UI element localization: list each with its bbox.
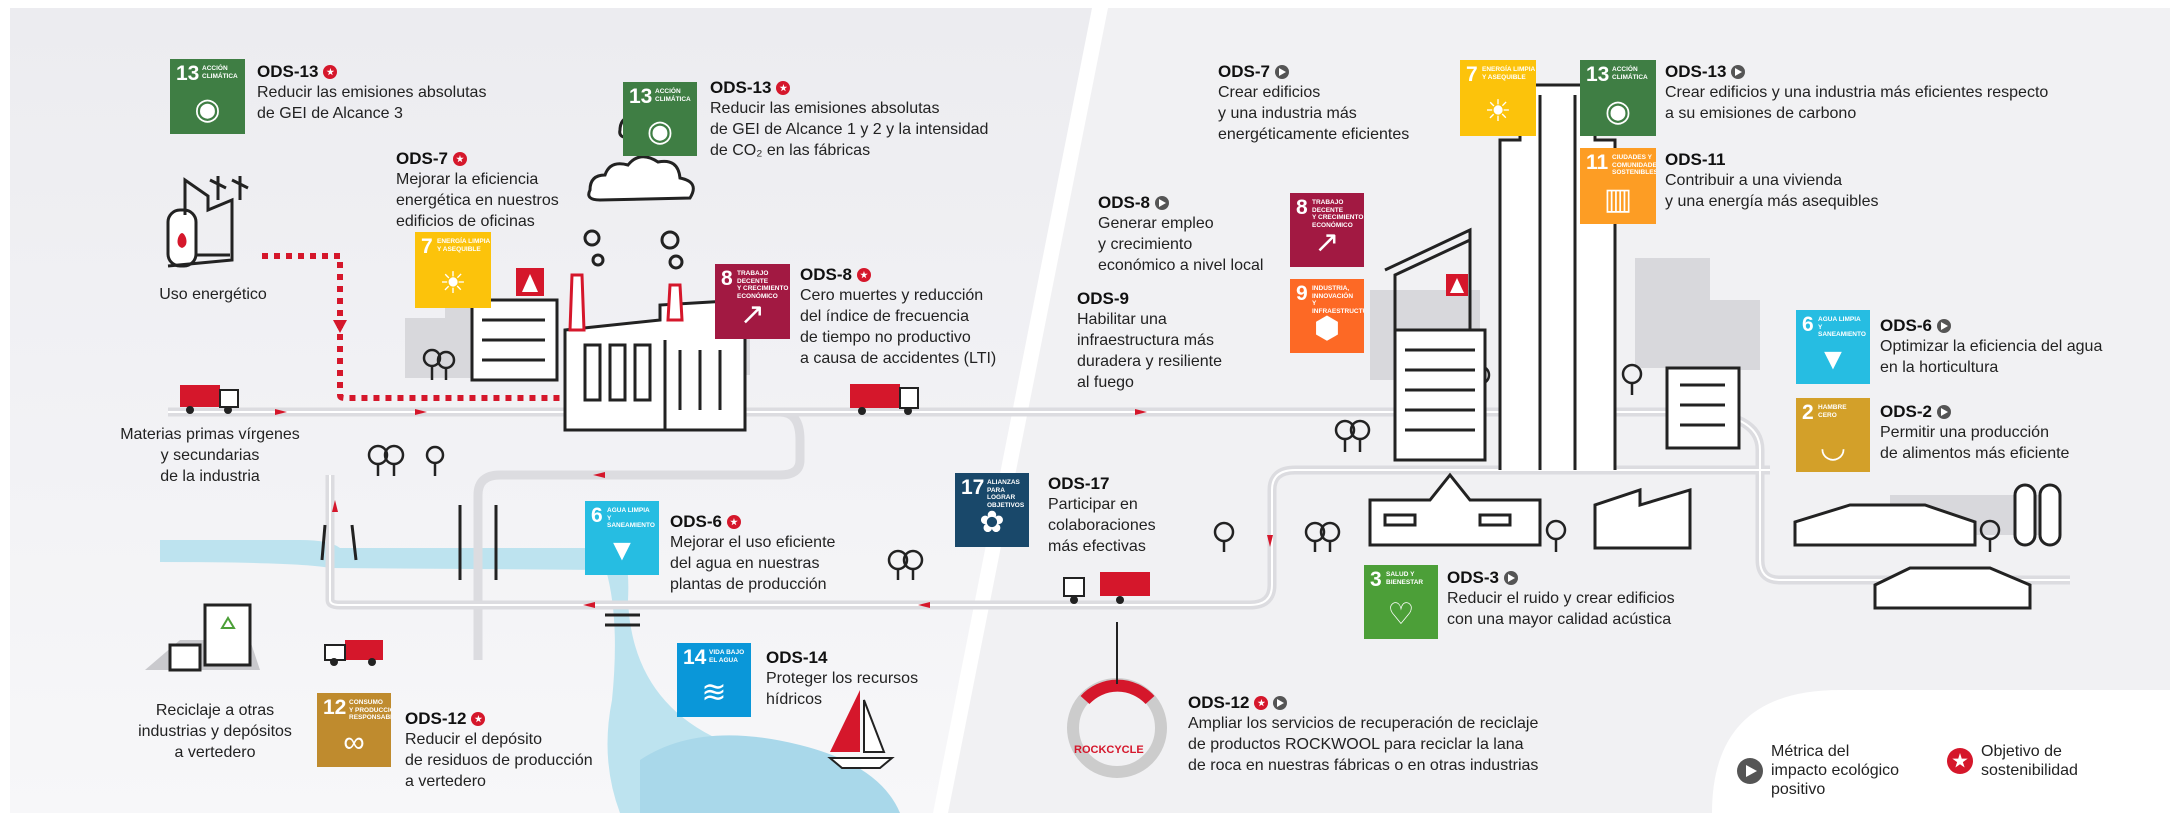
flower-icon: ✿ [979, 506, 1005, 539]
rockcycle-label: ROCKCYCLE [1074, 744, 1144, 756]
water-glass-icon: ▼ [1818, 343, 1848, 376]
positive-impact-arrow-icon [1936, 405, 1951, 419]
positive-impact-arrow-icon [1936, 319, 1951, 333]
raw-materials-label: Materias primas vírgenes y secundarias d… [120, 426, 300, 485]
positive-impact-arrow-icon [1154, 196, 1169, 210]
sustainability-star-icon [323, 65, 338, 79]
goal-ods13-scope3: ODS-13 Reducir las emisiones absolutas d… [257, 62, 487, 122]
bridges-icon [320, 505, 640, 627]
recycling-label: Reciclaje a otras industrias y depósitos… [138, 702, 292, 761]
goal-ods8-safety: ODS-8 Cero muertes y reducción del índic… [800, 265, 997, 367]
goal-ods3: ODS-3 Reducir el ruido y crear edificios… [1447, 568, 1675, 628]
goal-ods2: ODS-2 Permitir una producción de aliment… [1880, 402, 2070, 462]
sustainability-star-icon [776, 81, 791, 95]
goal-ods7-offices: ODS-7 Mejorar la eficiencia energética e… [396, 149, 559, 230]
lake [640, 735, 900, 813]
energy-route [262, 253, 570, 401]
sustainability-star-icon [1254, 696, 1269, 710]
goal-ods14: ODS-14 Proteger los recursos hídricos [766, 648, 919, 708]
goal-ods6-plants: ODS-6 Mejorar el uso eficiente del agua … [670, 512, 836, 593]
positive-impact-arrow-icon [1731, 65, 1746, 79]
infinity-icon: ∞ [343, 726, 365, 759]
legend-positive-metric: Métrica del impacto ecológico positivo [1737, 742, 1899, 799]
positive-impact-arrow-icon [1273, 696, 1288, 710]
sustainability-star-icon [471, 712, 486, 726]
goal-ods12-recycle: ODS-12 Ampliar los servicios de recupera… [1188, 693, 1539, 774]
water-glass-icon: ▼ [607, 534, 637, 567]
goal-ods13-buildings: ODS-13 Crear edificios y una industria m… [1665, 62, 2049, 122]
sustainability-star-icon [856, 268, 871, 282]
sun-icon: ☀ [1484, 95, 1512, 128]
recycling-center-icon [145, 603, 260, 672]
route-arrows-icon [275, 409, 1273, 608]
growth-chart-icon: ↗ [1314, 226, 1340, 259]
sustainability-star-icon [452, 152, 467, 166]
eye-globe-icon: ◉ [1604, 95, 1632, 128]
energy-use-label: Uso energético [159, 286, 267, 303]
goal-ods11: ODS-11 Contribuir a una vivienda y una e… [1665, 150, 1879, 210]
positive-impact-arrow-icon [1503, 571, 1518, 585]
legend-sustainability-goal: Objetivo de sostenibilidad [1947, 742, 2078, 780]
goal-ods8-jobs: ODS-8 Generar empleo y crecimiento econó… [1098, 193, 1264, 274]
goal-ods9: ODS-9 Habilitar una infraestructura más … [1077, 289, 1222, 391]
heartbeat-icon: ♡ [1387, 598, 1415, 631]
office-building-icon [470, 298, 559, 382]
eye-globe-icon: ◉ [194, 93, 221, 126]
positive-impact-arrow-icon [1274, 65, 1289, 79]
legend-panel [1712, 690, 2170, 813]
fish-icon: ≋ [701, 676, 727, 709]
eye-globe-icon: ◉ [646, 115, 674, 148]
city-icon: ▥ [1603, 183, 1633, 216]
houses-icon [1368, 366, 2062, 610]
sustainability-star-icon [726, 515, 741, 529]
sun-icon: ☀ [439, 267, 467, 300]
sailboat-icon [827, 690, 895, 769]
growth-chart-icon: ↗ [739, 298, 766, 331]
goal-ods12-waste: ODS-12 Reducir el depósito de residuos d… [405, 709, 593, 790]
goal-ods6-horticulture: ODS-6 Optimizar la eficiencia del agua e… [1880, 316, 2103, 376]
positive-impact-arrow-icon [1737, 757, 1763, 784]
trucks-icon [180, 384, 1150, 666]
goal-ods7-buildings: ODS-7 Crear edificios y una industria má… [1218, 62, 1410, 143]
trees-icon [367, 348, 2001, 580]
goal-ods17: ODS-17 Participar en colaboraciones más … [1048, 474, 1156, 555]
factory-icon [563, 104, 747, 432]
goal-ods13-scope12: ODS-13 Reducir las emisiones absolutas d… [710, 78, 989, 159]
sustainability-star-icon [1947, 748, 1973, 774]
cubes-icon: ⬢ [1313, 312, 1341, 345]
bowl-icon: ◡ [1819, 431, 1847, 464]
